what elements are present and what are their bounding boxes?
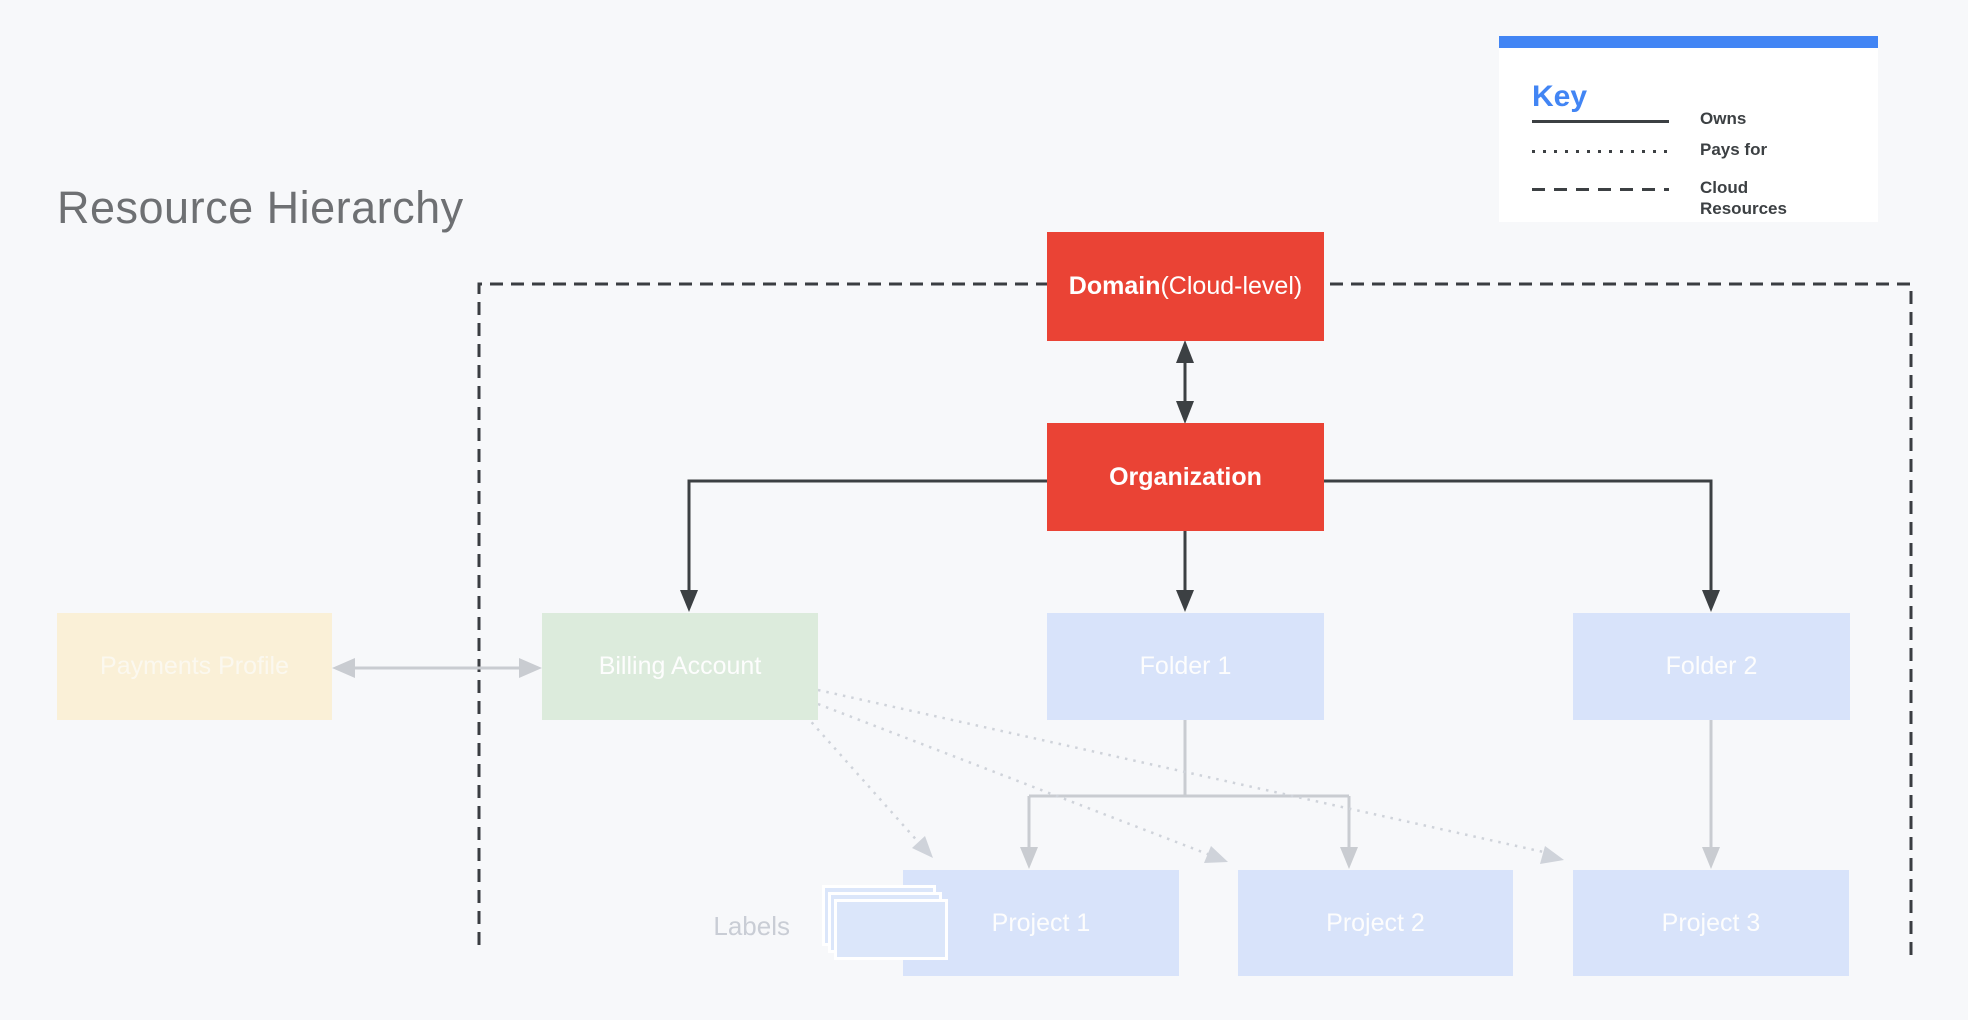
billing-project2-dotted-arrow <box>817 702 1228 863</box>
node-billing-account: Billing Account <box>542 613 818 720</box>
organization-folder1-arrow <box>1176 531 1194 612</box>
legend-title: Key <box>1532 80 1588 113</box>
project-1-label: Project 1 <box>991 908 1091 937</box>
legend-accent-bar <box>1499 36 1878 48</box>
folder-1-label: Folder 1 <box>1139 652 1232 680</box>
labels-caption: Labels <box>713 911 790 941</box>
organization-folder2-arrow <box>1324 479 1720 612</box>
legend-label-cloud-resources: Cloud Resources <box>1700 178 1787 218</box>
domain-organization-arrow <box>1176 340 1194 424</box>
legend-label-pays-for: Pays for <box>1700 140 1768 159</box>
payments-billing-arrow <box>332 658 542 678</box>
folder-2-label: Folder 2 <box>1665 652 1758 680</box>
legend-label-owns: Owns <box>1700 109 1747 128</box>
project-2-label: Project 2 <box>1326 908 1425 937</box>
folder1-projects-arrows <box>1020 720 1358 869</box>
node-project-1: Project 1 <box>903 870 1179 976</box>
legend-dotted-line-sample <box>1532 150 1669 153</box>
node-project-2: Project 2 <box>1238 870 1513 976</box>
payments-profile-label: Payments Profile <box>100 652 289 680</box>
page-title: Resource Hierarchy <box>57 182 464 233</box>
billing-project3-dotted-arrow <box>817 688 1564 864</box>
labels-stack-card-front <box>834 899 948 960</box>
billing-project1-dotted-arrow <box>805 715 933 858</box>
domain-label: Domain <box>1068 272 1161 300</box>
organization-label: Organization <box>1109 462 1262 491</box>
domain-label-suffix: (Cloud-level) <box>1160 272 1303 300</box>
node-project-3: Project 3 <box>1573 870 1849 976</box>
legend-key-box: Key Owns Pays for Cloud Resources <box>1499 36 1878 222</box>
node-folder-2: Folder 2 <box>1573 613 1850 720</box>
legend-solid-line-sample <box>1532 120 1669 123</box>
legend-dashed-line-sample <box>1532 188 1669 191</box>
billing-account-label: Billing Account <box>598 652 762 680</box>
node-domain: Domain (Cloud-level) <box>1047 232 1324 341</box>
organization-billing-arrow <box>680 479 1047 612</box>
node-organization: Organization <box>1047 423 1324 531</box>
project-3-label: Project 3 <box>1661 908 1761 937</box>
node-payments-profile: Payments Profile <box>57 613 332 720</box>
folder2-project3-arrow <box>1702 720 1720 869</box>
node-folder-1: Folder 1 <box>1047 613 1324 720</box>
